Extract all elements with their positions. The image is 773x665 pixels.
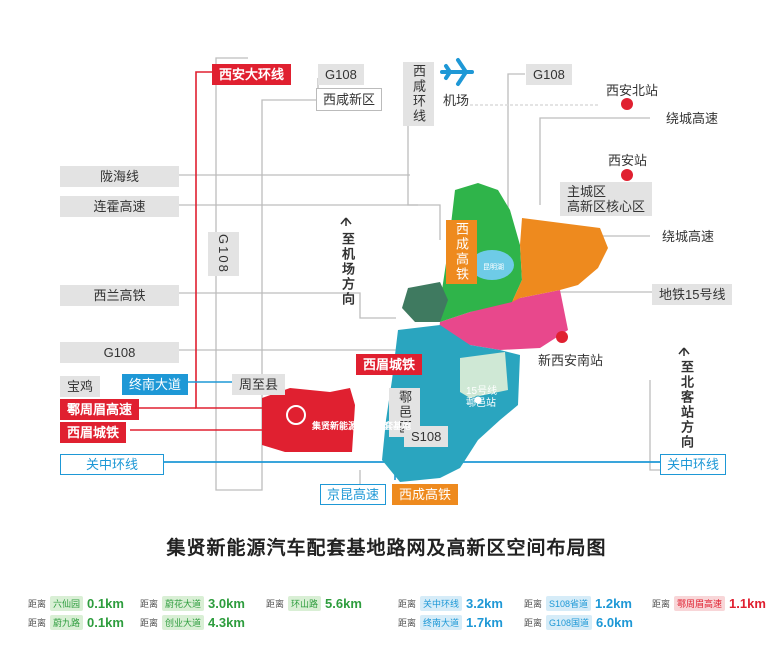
xian-north-dot xyxy=(621,98,633,110)
zone-pink xyxy=(438,290,568,350)
legend-tag: G108国道 xyxy=(546,615,593,630)
legend-value: 1.7km xyxy=(466,615,503,630)
label-ximei: 西眉城铁 xyxy=(60,422,127,443)
road-network-map: 西安大环线 G108 西咸新区 西咸环线 机场 G108 西安北站 绕城高速 西… xyxy=(60,57,733,505)
label-zhongnan: 终南大道 xyxy=(122,374,189,395)
legend-prefix: 距离 xyxy=(28,618,47,628)
legend-prefix: 距离 xyxy=(140,618,159,628)
legend-prefix: 距离 xyxy=(524,618,543,628)
label-to-north-station: 至北客站方向 xyxy=(679,360,694,450)
label-zhouzhi: 周至县 xyxy=(232,374,286,395)
label-jingkun: 京昆高速 xyxy=(320,484,387,505)
legend-tag: 六仙园 xyxy=(50,596,84,611)
label-line15-station: 15号线 鄠邑站 xyxy=(466,386,498,409)
new-south-dot xyxy=(556,331,568,343)
legend-value: 4.3km xyxy=(208,615,245,630)
label-baoji: 宝鸡 xyxy=(60,376,101,397)
zone-orange xyxy=(512,218,608,302)
label-lake: 昆明湖 xyxy=(483,264,504,271)
label-guanzhong-left: 关中环线 xyxy=(60,454,164,475)
label-base-name: 集贤新能源汽车配套基地 xyxy=(312,421,412,431)
legend-tag: 终南大道 xyxy=(420,615,463,630)
label-s108: S108 xyxy=(404,426,449,447)
label-main-city: 主城区 高新区核心区 xyxy=(560,182,653,216)
map-title: 集贤新能源汽车配套基地路网及高新区空间布局图 xyxy=(166,537,607,559)
legend-tag: 蔚花大道 xyxy=(162,596,205,611)
legend-value: 3.0km xyxy=(208,596,245,611)
label-xian-station: 西安站 xyxy=(608,153,648,168)
label-g108-west: G108 xyxy=(60,342,179,363)
line15-dot xyxy=(473,395,483,405)
legend-value: 1.1km xyxy=(729,596,766,611)
label-xian-ring: 西安大环线 xyxy=(212,64,292,85)
zone-teal-inner xyxy=(460,352,508,398)
label-xixian-ring: 西咸环线 xyxy=(403,62,434,126)
label-huzhoumei: 鄠周眉高速 xyxy=(60,399,140,420)
base-logo-icon xyxy=(286,405,306,425)
xian-station-dot xyxy=(621,169,633,181)
legend-prefix: 距离 xyxy=(398,618,417,628)
road-xilan xyxy=(140,292,396,319)
label-ring-mid: 绕城高速 xyxy=(662,229,715,244)
label-xixian: 西咸新区 xyxy=(316,88,383,111)
label-xian-north: 西安北站 xyxy=(606,83,659,98)
zone-lake xyxy=(470,250,514,280)
label-g108-top-right: G108 xyxy=(526,64,572,85)
zone-red-base xyxy=(262,388,355,452)
legend-value: 0.1km xyxy=(87,615,124,630)
legend-value: 0.1km xyxy=(87,596,124,611)
label-new-south: 新西安南站 xyxy=(538,353,604,368)
legend-tag: 环山路 xyxy=(288,596,322,611)
legend-tag: 创业大道 xyxy=(162,615,205,630)
up-arrow-icon xyxy=(340,217,352,226)
legend-prefix: 距离 xyxy=(140,599,159,609)
label-g108-vertical: G108 xyxy=(208,232,239,276)
label-airport: 机场 xyxy=(443,93,470,108)
legend-value: 5.6km xyxy=(325,596,362,611)
legend-value: 1.2km xyxy=(595,596,632,611)
label-to-airport: 至机场方向 xyxy=(340,232,355,307)
road-g108-east xyxy=(539,117,650,205)
road-g108-right xyxy=(507,73,525,215)
legend-prefix: 距离 xyxy=(398,599,417,609)
label-ring-top: 绕城高速 xyxy=(666,111,719,126)
legend-prefix: 距离 xyxy=(652,599,671,609)
legend-value: 6.0km xyxy=(596,615,633,630)
road-lianhuo xyxy=(110,204,441,240)
legend-value: 3.2km xyxy=(466,596,503,611)
airplane-icon xyxy=(440,58,474,86)
legend-prefix: 距离 xyxy=(266,599,285,609)
up-arrow-icon xyxy=(678,347,690,356)
zone-darkgreen xyxy=(402,282,448,322)
label-guanzhong-right: 关中环线 xyxy=(660,454,727,475)
legend-prefix: 距离 xyxy=(524,599,543,609)
legend-tag: 鄠周眉高速 xyxy=(674,596,726,611)
label-xicheng-rail: 西成高铁 xyxy=(446,220,477,284)
legend-tag: 蔚九路 xyxy=(50,615,84,630)
label-g108-top-left: G108 xyxy=(318,64,364,85)
legend-tag: 关中环线 xyxy=(420,596,463,611)
label-ximei-center: 西眉城铁 xyxy=(356,354,423,375)
legend-tag: S108省道 xyxy=(546,596,592,611)
label-longhai: 陇海线 xyxy=(60,166,179,187)
label-metro15: 地铁15号线 xyxy=(652,284,733,305)
label-xicheng-bottom: 西成高铁 xyxy=(392,484,459,505)
legend-prefix: 距离 xyxy=(28,599,47,609)
label-lianhuo: 连霍高速 xyxy=(60,196,179,217)
label-xilan: 西兰高铁 xyxy=(60,285,179,306)
